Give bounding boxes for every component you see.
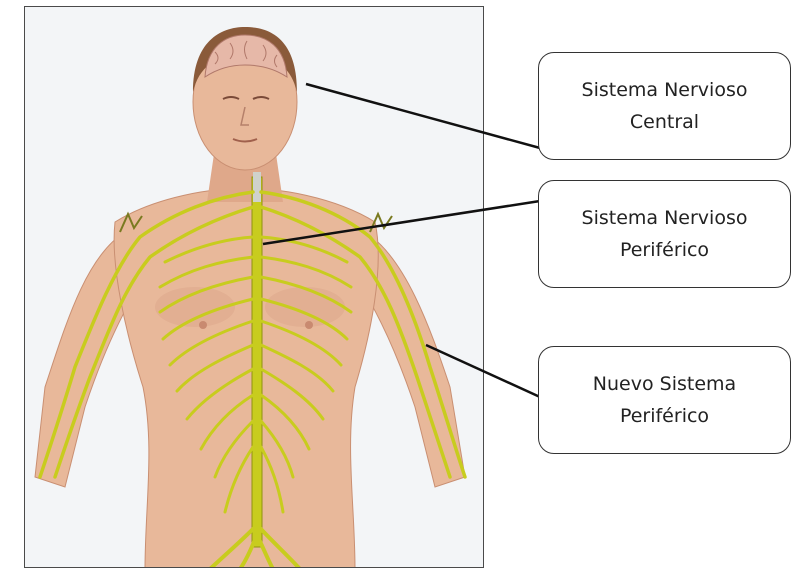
callout-central-nervous-system: Sistema Nervioso Central: [538, 52, 791, 160]
spinal-cord: [252, 177, 262, 547]
torso: [114, 189, 378, 568]
callout-pns-line2: Periférico: [620, 234, 709, 266]
anatomy-illustration-frame: [24, 6, 484, 568]
callout-pns-line1: Sistema Nervioso: [582, 202, 748, 234]
callout-new-peripheral-system: Nuevo Sistema Periférico: [538, 346, 791, 454]
callout-peripheral-nervous-system: Sistema Nervioso Periférico: [538, 180, 791, 288]
callout-cns-line2: Central: [630, 106, 699, 138]
callout-new-line2: Periférico: [620, 400, 709, 432]
nervous-system-illustration: [25, 7, 484, 568]
callout-new-line1: Nuevo Sistema: [593, 368, 736, 400]
callout-cns-line1: Sistema Nervioso: [582, 74, 748, 106]
